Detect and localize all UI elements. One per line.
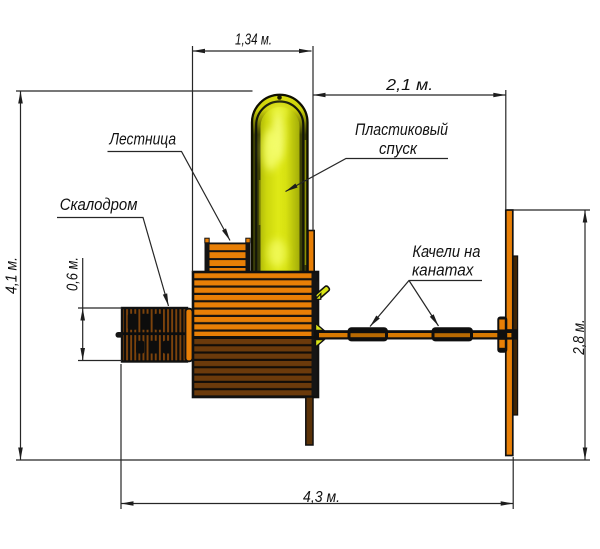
svg-text:Качели на: Качели на bbox=[412, 243, 480, 261]
svg-text:Скалодром: Скалодром bbox=[60, 196, 138, 214]
svg-text:2,8 м.: 2,8 м. bbox=[571, 319, 588, 355]
svg-text:2,1 м.: 2,1 м. bbox=[385, 77, 433, 94]
svg-text:0,6 м.: 0,6 м. bbox=[65, 257, 82, 291]
svg-text:Лестница: Лестница bbox=[109, 131, 176, 149]
svg-text:1,34 м.: 1,34 м. bbox=[235, 32, 272, 49]
svg-text:4,3 м.: 4,3 м. bbox=[303, 489, 340, 506]
svg-text:4,1 м.: 4,1 м. bbox=[4, 257, 21, 294]
svg-text:Пластиковый: Пластиковый bbox=[355, 121, 448, 139]
svg-text:канатах: канатах bbox=[412, 262, 474, 280]
svg-text:спуск: спуск bbox=[379, 140, 418, 158]
